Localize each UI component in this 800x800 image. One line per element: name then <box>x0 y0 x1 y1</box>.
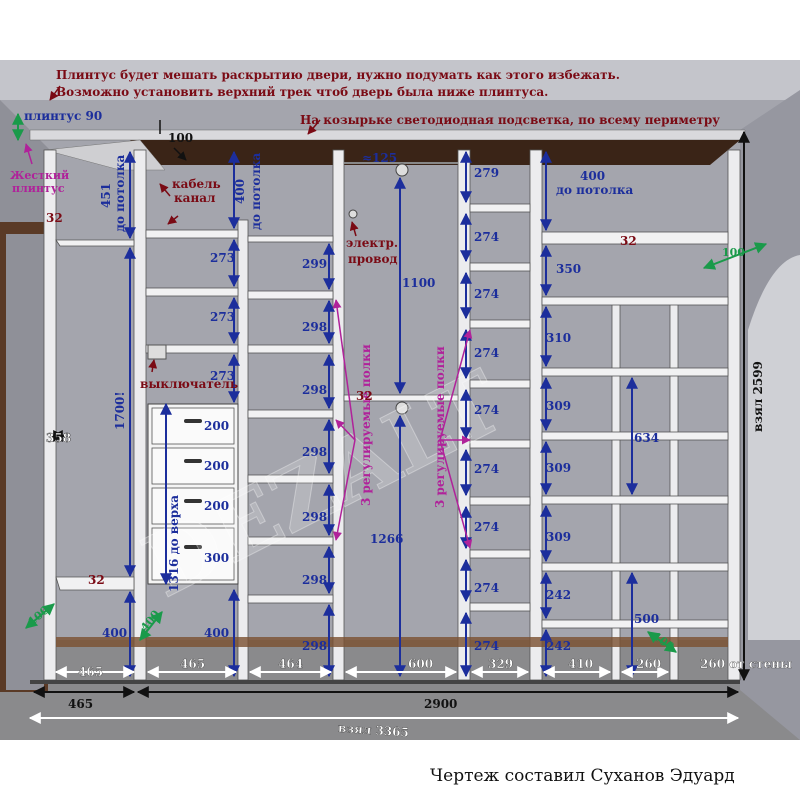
note-switch: выключатель <box>140 377 238 391</box>
dim-400-e: 400 <box>580 169 605 183</box>
dim-273-a: 273 <box>210 251 235 265</box>
dim-274-e: 274 <box>474 462 499 476</box>
dim-32-b: 32 <box>88 573 105 587</box>
dim-200-b: 200 <box>204 459 229 473</box>
dim-242-a: 242 <box>546 588 571 602</box>
dim-298-f: 298 <box>302 639 327 653</box>
note-hard-plinth-1: Жесткий <box>10 169 69 182</box>
dim-2599: взял 2599 <box>751 361 765 432</box>
dim-298-d: 298 <box>302 510 327 524</box>
dim-465-c: 465 <box>68 697 93 711</box>
dim-1100: 1100 <box>402 276 435 290</box>
bottom-600: 600 <box>408 657 433 671</box>
dim-200-c: 200 <box>204 499 229 513</box>
dim-2900: 2900 <box>424 697 457 711</box>
dim-298-b: 298 <box>302 383 327 397</box>
note-adjustable-right: 3 регулируемые полки <box>433 346 447 508</box>
dim-400-b: 400 <box>102 626 127 640</box>
dim-279: 279 <box>474 166 499 180</box>
note-cable-1: кабель <box>172 177 221 191</box>
bottom-465-b: 465 <box>180 657 205 671</box>
dim-309-b: 309 <box>546 461 571 475</box>
dim-32-c: 32 <box>356 389 373 403</box>
bottom-465-a: 465 <box>78 665 103 679</box>
bottom-260-wall: 260 от стены <box>700 657 792 671</box>
dim-1266: 1266 <box>370 532 403 546</box>
dim-298-e: 298 <box>302 573 327 587</box>
dim-400-ceiling: до потолка <box>249 152 263 230</box>
note-hard-plinth-2: плинтус <box>12 182 65 195</box>
dim-400-e-ceiling: до потолка <box>556 183 634 197</box>
dim-451-ceiling: до потолка <box>113 154 127 232</box>
dim-500: 500 <box>634 612 659 626</box>
dim-273-b: 273 <box>210 310 235 324</box>
note-top-track: Возможно установить верхний трек чтоб дв… <box>56 85 548 99</box>
dim-200-a: 200 <box>204 419 229 433</box>
bottom-260: 260 <box>636 657 661 671</box>
dim-274-d: 274 <box>474 403 499 417</box>
dim-350: 350 <box>556 262 581 276</box>
dim-274-c: 274 <box>474 346 499 360</box>
dim-634: 634 <box>634 431 659 445</box>
note-wire-1: электр. <box>346 236 398 250</box>
bottom-410: 410 <box>568 657 593 671</box>
dim-1700: 1700! <box>113 391 127 430</box>
dim-273-c: 273 <box>210 369 235 383</box>
switch-box <box>147 344 167 360</box>
dim-300: 300 <box>204 551 229 565</box>
dim-274-h: 274 <box>474 639 499 653</box>
dim-298-a: 298 <box>302 320 327 334</box>
dim-274-g: 274 <box>474 581 499 595</box>
bottom-464: 464 <box>278 657 303 671</box>
dim-274-f: 274 <box>474 520 499 534</box>
dim-274-b: 274 <box>474 287 499 301</box>
dim-242-b: 242 <box>546 639 571 653</box>
shelves <box>55 203 729 629</box>
dim-100-soffit: 100 <box>168 131 193 145</box>
dim-100-right: 100 <box>722 246 745 259</box>
dim-309-a: 309 <box>546 399 571 413</box>
dim-309-c: 309 <box>546 530 571 544</box>
dim-310: 310 <box>546 331 571 345</box>
dim-400-d: 400 <box>204 626 229 640</box>
dim-358: 358 <box>46 431 71 445</box>
bottom-329: 329 <box>488 657 513 671</box>
note-led: На козырьке светодиодная подсветка, по в… <box>300 113 720 127</box>
dim-298-c: 298 <box>302 445 327 459</box>
dim-32-d: 32 <box>620 234 637 248</box>
dim-299: 299 <box>302 257 327 271</box>
note-plinth-90: плинтус 90 <box>24 109 102 123</box>
bottom-3365: взял 3365 <box>338 721 410 740</box>
note-adjustable-left: 3 регулируемые полки <box>359 344 373 506</box>
dim-274-a: 274 <box>474 230 499 244</box>
right-arch <box>748 255 800 640</box>
note-plinth-warning: Плинтус будет мешать раскрытию двери, ну… <box>56 68 620 82</box>
dimension-labels: 451 до потолка 400 до потолка 1700! 273 … <box>99 151 659 653</box>
dim-400-top: 400 <box>233 179 247 204</box>
note-cable-2: канал <box>174 191 216 205</box>
author-credit: Чертеж составил Суханов Эдуард <box>430 766 735 786</box>
dimension-lines <box>124 150 638 678</box>
led-soffit <box>130 140 740 165</box>
dim-451: 451 <box>99 183 113 208</box>
dim-1316: 1316 до верха <box>167 495 181 592</box>
dim-125: ≈125 <box>362 151 397 165</box>
note-wire-2: провод <box>348 252 398 266</box>
dim-32-a: 32 <box>46 211 63 225</box>
